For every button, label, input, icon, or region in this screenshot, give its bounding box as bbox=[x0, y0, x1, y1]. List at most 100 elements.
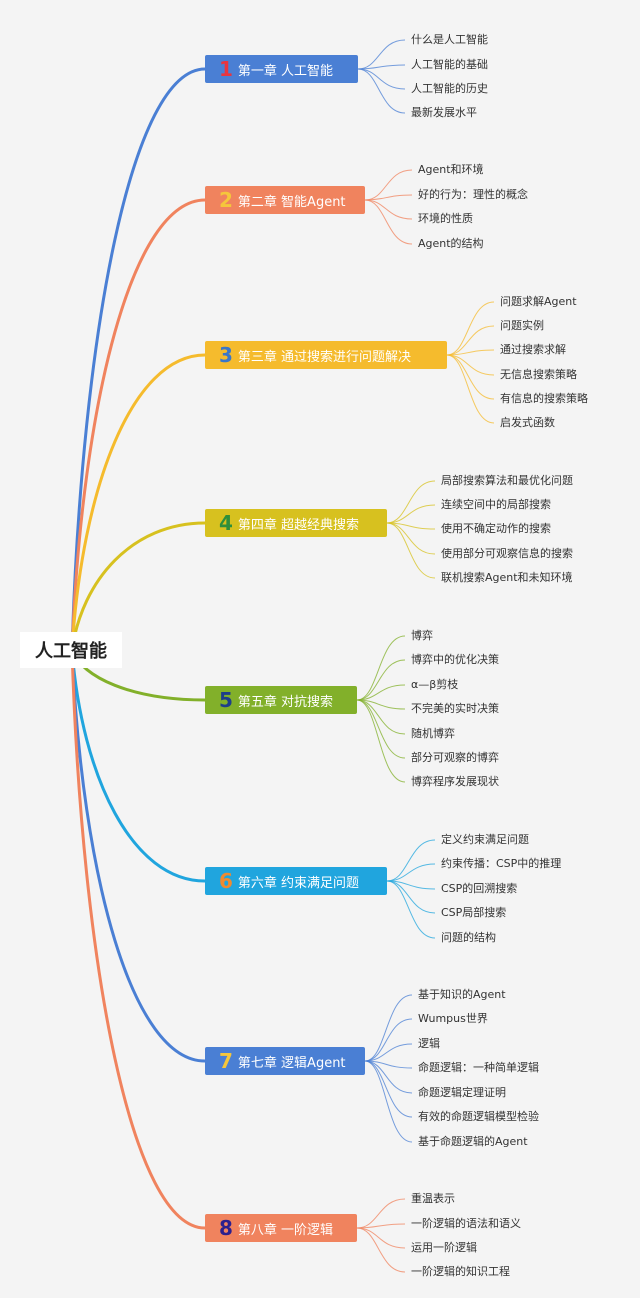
topic-item[interactable]: 问题的结构 bbox=[441, 931, 496, 944]
leaf-connector bbox=[356, 659, 406, 701]
chapter-number: 8 bbox=[219, 1216, 233, 1240]
leaf-connector bbox=[446, 354, 495, 424]
leaf-connector bbox=[364, 1060, 413, 1143]
leaf-connector bbox=[356, 1227, 406, 1249]
branch-line-chapter-1 bbox=[70, 67, 207, 652]
leaf-connector bbox=[364, 1018, 413, 1062]
topic-item[interactable]: 博弈程序发展现状 bbox=[411, 775, 499, 788]
topic-item[interactable]: 局部搜索算法和最优化问题 bbox=[441, 474, 573, 487]
leaf-connector bbox=[386, 522, 436, 579]
topic-item[interactable]: 重温表示 bbox=[411, 1192, 455, 1205]
leaf-connector bbox=[364, 199, 413, 220]
leaf-connector bbox=[364, 994, 413, 1062]
leaf-connector bbox=[357, 68, 406, 90]
leaf-connector bbox=[386, 880, 436, 939]
topic-item[interactable]: 博弈 bbox=[411, 629, 433, 642]
topic-item[interactable]: 联机搜索Agent和未知环境 bbox=[441, 571, 573, 584]
topic-item[interactable]: 一阶逻辑的知识工程 bbox=[411, 1265, 510, 1278]
topic-item[interactable]: 通过搜索求解 bbox=[500, 343, 566, 356]
chapter-title: 第四章 超越经典搜索 bbox=[237, 517, 360, 533]
topic-item[interactable]: CSP局部搜索 bbox=[441, 906, 507, 919]
topic-item[interactable]: 最新发展水平 bbox=[411, 106, 477, 119]
topic-item[interactable]: CSP的回溯搜索 bbox=[441, 882, 518, 895]
branch-line-chapter-7 bbox=[70, 648, 207, 1063]
topic-item[interactable]: 好的行为：理性的概念 bbox=[418, 188, 528, 201]
topic-item[interactable]: 使用部分可观察信息的搜索 bbox=[441, 547, 573, 560]
chapter-number: 1 bbox=[219, 57, 233, 81]
topic-item[interactable]: 一阶逻辑的语法和语义 bbox=[411, 1217, 521, 1230]
topic-item[interactable]: α—β剪枝 bbox=[411, 678, 459, 691]
topic-item[interactable]: 无信息搜索策略 bbox=[500, 368, 577, 381]
root-label: 人工智能 bbox=[35, 641, 107, 662]
chapter-title: 第八章 一阶逻辑 bbox=[237, 1222, 334, 1238]
chapter-title: 第三章 通过搜索进行问题解决 bbox=[237, 349, 412, 365]
chapter-number: 3 bbox=[219, 343, 233, 367]
leaf-connector bbox=[386, 863, 436, 882]
leaf-connector bbox=[364, 194, 413, 201]
topic-item[interactable]: 人工智能的历史 bbox=[411, 82, 488, 95]
leaf-connector bbox=[364, 169, 413, 201]
leaf-connector bbox=[356, 1223, 406, 1229]
branch-line-chapter-8 bbox=[70, 648, 207, 1230]
root-node[interactable]: 人工智能 bbox=[20, 632, 122, 668]
chapter-title: 第六章 约束满足问题 bbox=[237, 875, 360, 891]
topic-item[interactable]: 运用一阶逻辑 bbox=[411, 1241, 477, 1254]
topic-item[interactable]: 约束传播：CSP中的推理 bbox=[441, 857, 562, 870]
topic-item[interactable]: 有信息的搜索策略 bbox=[500, 392, 588, 405]
topic-item[interactable]: 基于知识的Agent bbox=[418, 988, 506, 1001]
branch-line-chapter-3 bbox=[70, 353, 207, 652]
leaf-connector bbox=[446, 301, 495, 356]
chapter-number: 7 bbox=[219, 1049, 233, 1073]
leaf-connector bbox=[357, 68, 406, 114]
chapter-title: 第二章 智能Agent bbox=[237, 194, 346, 210]
leaf-connector bbox=[356, 699, 406, 783]
topic-item[interactable]: 博弈中的优化决策 bbox=[411, 653, 499, 666]
branch-line-chapter-4 bbox=[70, 521, 207, 652]
topic-item[interactable]: 命题逻辑定理证明 bbox=[418, 1086, 506, 1099]
topic-item[interactable]: Agent的结构 bbox=[418, 237, 484, 250]
leaf-connector bbox=[357, 39, 406, 70]
leaf-connector bbox=[364, 1060, 413, 1094]
topic-item[interactable]: 使用不确定动作的搜索 bbox=[441, 522, 551, 535]
topic-item[interactable]: 逻辑 bbox=[418, 1037, 440, 1050]
leaf-connector bbox=[364, 1043, 413, 1062]
topic-item[interactable]: 启发式函数 bbox=[500, 416, 555, 429]
leaf-connector bbox=[356, 1227, 406, 1273]
topic-item[interactable]: 问题实例 bbox=[500, 319, 544, 332]
topic-item[interactable]: Agent和环境 bbox=[418, 163, 484, 176]
leaf-connector bbox=[356, 699, 406, 735]
topic-item[interactable]: Wumpus世界 bbox=[418, 1012, 488, 1025]
leaf-connector bbox=[446, 325, 495, 356]
chapter-number: 2 bbox=[219, 188, 233, 212]
topic-item[interactable]: 人工智能的基础 bbox=[411, 58, 488, 71]
topic-item[interactable]: 基于命题逻辑的Agent bbox=[418, 1135, 528, 1148]
topic-item[interactable]: 不完美的实时决策 bbox=[411, 702, 499, 715]
leaf-connector bbox=[446, 354, 495, 400]
topic-item[interactable]: 部分可观察的博弈 bbox=[411, 751, 499, 764]
topic-item[interactable]: 环境的性质 bbox=[418, 212, 473, 225]
chapter-number: 5 bbox=[219, 688, 233, 712]
chapter-title: 第五章 对抗搜索 bbox=[237, 694, 334, 710]
topic-item[interactable]: 定义约束满足问题 bbox=[441, 833, 529, 846]
chapter-title: 第七章 逻辑Agent bbox=[237, 1055, 346, 1071]
chapter-title: 第一章 人工智能 bbox=[237, 63, 334, 79]
topic-item[interactable]: 什么是人工智能 bbox=[411, 33, 488, 46]
leaf-connector bbox=[386, 480, 436, 524]
topic-item[interactable]: 连续空间中的局部搜索 bbox=[441, 498, 551, 511]
leaf-connector bbox=[356, 684, 406, 701]
leaf-connector bbox=[356, 635, 406, 701]
topic-item[interactable]: 命题逻辑：一种简单逻辑 bbox=[418, 1061, 539, 1074]
topic-item[interactable]: 有效的命题逻辑模型检验 bbox=[418, 1110, 539, 1123]
topic-item[interactable]: 随机博弈 bbox=[411, 727, 455, 740]
topic-item[interactable]: 问题求解Agent bbox=[500, 295, 577, 308]
leaf-connector bbox=[364, 199, 413, 245]
